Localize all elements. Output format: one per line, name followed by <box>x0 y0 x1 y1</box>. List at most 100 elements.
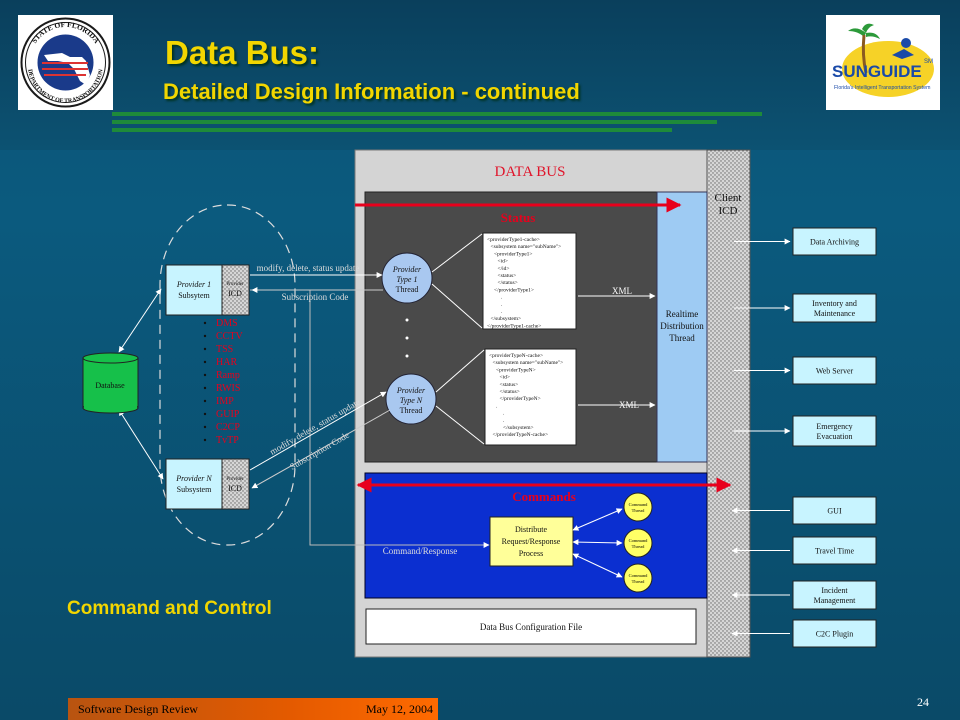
xml-line: <id> <box>500 375 510 381</box>
distribute-line-1: Distribute <box>515 525 547 534</box>
database-icon <box>82 352 139 414</box>
slide-subtitle: Detailed Design Information - continued <box>163 79 580 104</box>
xml-label-2: XML <box>619 400 639 410</box>
config-file-label: Data Bus Configuration File <box>480 622 582 632</box>
distribute-process-box <box>489 516 574 567</box>
xml-line: <subsystem name="subName"> <box>491 244 562 250</box>
client-label: Inventory and <box>812 299 857 308</box>
xml-line: </status> <box>500 389 520 395</box>
provider1-icd-line-2: ICD <box>228 289 242 298</box>
xml-document-type1 <box>482 232 577 330</box>
title-rule-1 <box>112 112 762 116</box>
client-label: Travel Time <box>815 547 855 556</box>
cmd-thread-1-line-1: Command <box>629 502 648 507</box>
commands-label: Commands <box>512 489 576 504</box>
provider1-icd-line-1: Provider <box>226 282 244 287</box>
client-box <box>792 227 877 256</box>
xml-line: <providerTypeN-cache> <box>489 353 543 359</box>
xml-line: . <box>501 295 503 301</box>
subsystem-item: IMP <box>216 396 234 407</box>
providerN-icd <box>221 458 250 510</box>
db-provider1-link <box>118 288 162 353</box>
client-icd-label-2: ICD <box>719 205 738 217</box>
client-box <box>792 415 877 447</box>
command-and-control-caption: Command and Control <box>67 598 272 619</box>
client-label: Emergency <box>816 422 852 431</box>
xml-line: <providerTypeN> <box>496 367 536 373</box>
threadN-line-1: Provider <box>396 386 426 395</box>
subsystem-item: TvTP <box>216 435 239 446</box>
fdot-seal-icon: STATE OF FLORIDA DEPARTMENT OF TRANSPORT… <box>18 15 113 110</box>
client-box <box>792 580 877 610</box>
xml-document-typeN <box>484 348 577 446</box>
threadN-line-3: Thread <box>400 406 423 415</box>
sunguide-wordmark: SUNGUIDE <box>832 62 922 81</box>
subsystem-item: TSS <box>216 344 233 355</box>
client-box <box>792 293 877 323</box>
xml-label-1: XML <box>612 286 632 296</box>
provider1-icd <box>221 264 250 316</box>
subsystem-item: DMS <box>216 318 238 329</box>
database-label: Database <box>95 381 125 390</box>
command-thread-3 <box>623 563 653 593</box>
subsystem-item: RWIS <box>216 383 240 394</box>
modify-arrow-N <box>249 391 387 471</box>
realtime-line-2: Distribution <box>660 321 704 331</box>
cmd-thread-3-line-1: Command <box>629 573 648 578</box>
thread1-line-3: Thread <box>396 285 419 294</box>
ellipsis-dot <box>405 336 409 340</box>
client-label: Management <box>814 596 857 605</box>
xml-line: . <box>501 309 503 315</box>
footer-left: Software Design Review <box>78 702 198 716</box>
client-label: GUI <box>827 507 842 516</box>
provider-region <box>159 204 296 546</box>
bullet-icon <box>203 360 207 364</box>
cmd-thread-1-line-2: Thread <box>632 508 645 513</box>
client-label: Data Archiving <box>810 238 859 247</box>
thread1-line-2: Type 1 <box>397 275 418 284</box>
sunguide-logo-icon: SUNGUIDE SM Florida's Intelligent Transp… <box>826 15 940 110</box>
provider1-box <box>165 264 223 316</box>
bullet-icon <box>203 399 207 403</box>
fan-line <box>431 283 483 329</box>
title-rule-2 <box>112 120 717 124</box>
xml-line: </status> <box>498 280 518 286</box>
xml-line: </providerTypeN> <box>500 396 541 402</box>
providerN-icd-line-2: ICD <box>228 484 242 493</box>
xml-line: </id> <box>498 266 510 272</box>
command-thread-2 <box>623 528 653 558</box>
provider-typeN-thread <box>385 373 437 425</box>
sunguide-sm: SM <box>924 59 933 65</box>
fan-line <box>431 233 483 273</box>
bullet-icon <box>203 438 207 442</box>
command-thread-1 <box>623 492 653 522</box>
client-label: Maintenance <box>814 309 856 318</box>
xml-line: . <box>503 418 505 424</box>
xml-line: <providerType1> <box>494 251 533 257</box>
bullet-icon <box>203 412 207 416</box>
thread1-line-1: Provider <box>392 265 422 274</box>
bullet-icon <box>203 386 207 390</box>
subsystem-item: C2CP <box>216 422 240 433</box>
bullet-icon <box>203 334 207 338</box>
db-providerN-link <box>118 409 164 480</box>
bullet-icon <box>203 321 207 325</box>
xml-line: <status> <box>500 382 519 388</box>
xml-line: . <box>501 302 503 308</box>
client-label: Web Server <box>816 367 854 376</box>
fan-line <box>435 349 485 393</box>
config-file-box <box>365 608 697 645</box>
threadN-line-2: Type N <box>400 396 423 405</box>
cmd-thread-2-line-2: Thread <box>632 544 645 549</box>
client-box <box>792 496 877 525</box>
bullet-icon <box>203 425 207 429</box>
fan-line <box>435 405 485 445</box>
subsystem-item: CCTV <box>216 331 243 342</box>
client-label: C2C Plugin <box>816 630 854 639</box>
sunguide-tagline: Florida's Intelligent Transportation Sys… <box>834 85 930 91</box>
client-icd-label-1: Client <box>715 192 742 204</box>
xml-line: </providerTypeN-cache> <box>493 432 549 438</box>
client-box <box>792 536 877 565</box>
providerN-line-2: Subsystem <box>177 485 212 494</box>
header-band <box>0 0 960 150</box>
